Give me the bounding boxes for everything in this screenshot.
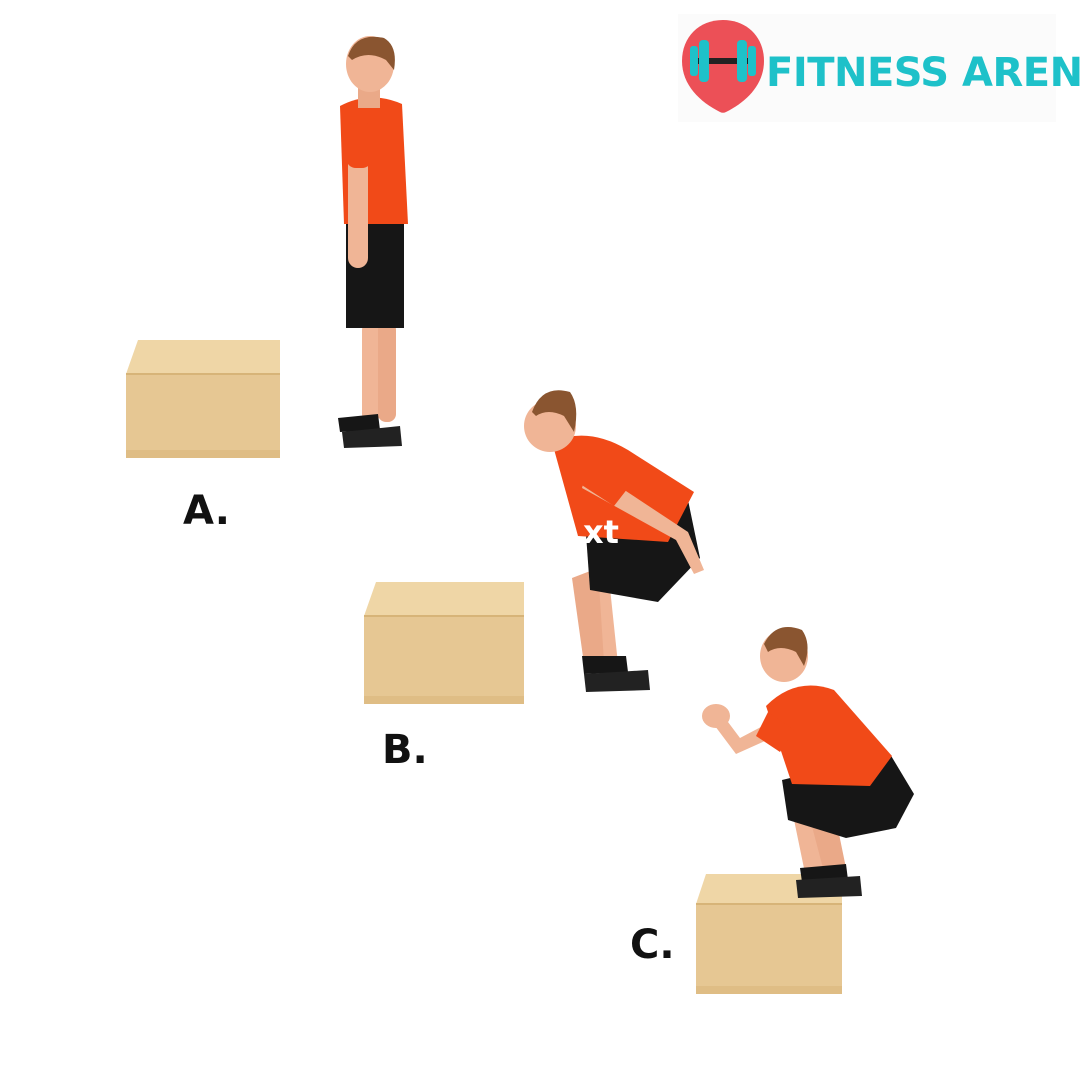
step-label-c: C. xyxy=(630,922,675,968)
athlete-standing xyxy=(338,36,408,448)
athlete-squat-arms-back xyxy=(524,390,704,692)
athlete-landing-on-box xyxy=(702,627,914,898)
plyo-box-b xyxy=(364,582,524,704)
overlay-text-fragment: xt xyxy=(583,513,619,551)
brand-logo: FITNESS ARENA xyxy=(678,14,1080,122)
brand-name: FITNESS ARENA xyxy=(766,50,1080,96)
step-label-a: A. xyxy=(183,488,230,534)
step-label-b: B. xyxy=(382,727,428,773)
plyo-box-a xyxy=(126,340,280,458)
dumbbell-pin-icon xyxy=(682,20,764,113)
